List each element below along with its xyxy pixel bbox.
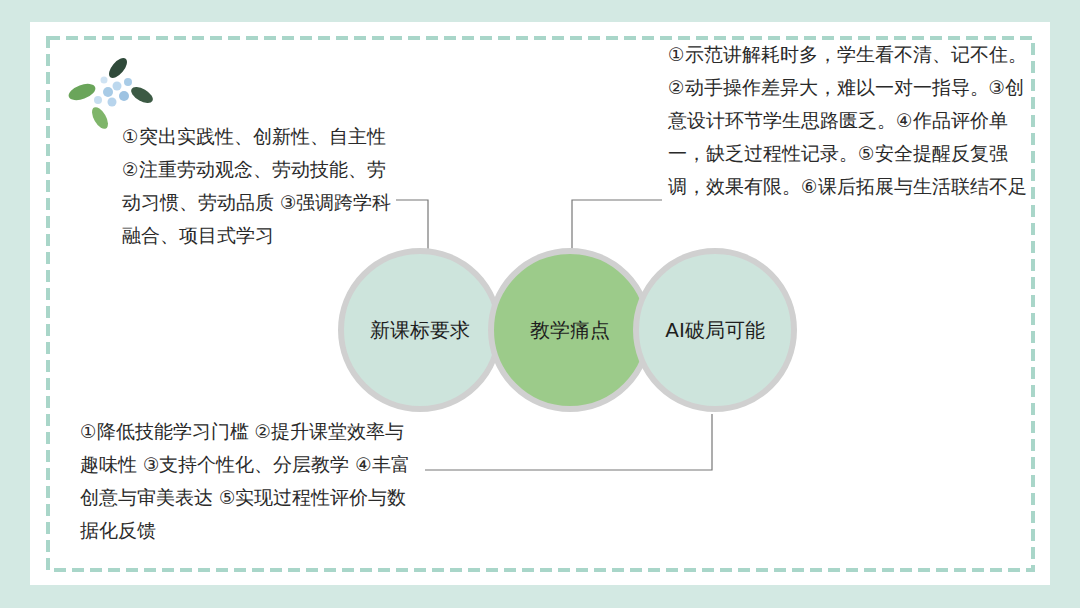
- flower-ornament: [66, 55, 155, 131]
- dashed-frame: [48, 38, 1033, 570]
- white-panel: [30, 22, 1050, 585]
- circle-label: 新课标要求: [370, 317, 470, 344]
- leader-line: [425, 414, 712, 470]
- circle-label: AI破局可能: [665, 317, 765, 344]
- circle-label: 教学痛点: [530, 317, 610, 344]
- note-text: ①降低技能学习门槛 ②提升课堂效率与趣味性 ③支持个性化、分层教学 ④丰富创意与…: [80, 415, 410, 547]
- note-text: ①示范讲解耗时多，学生看不清、记不住。②动手操作差异大，难以一对一指导。③创意设…: [668, 38, 1030, 203]
- leader-line: [572, 200, 662, 250]
- note-text: ①突出实践性、创新性、自主性 ②注重劳动观念、劳动技能、劳动习惯、劳动品质 ③强…: [122, 120, 394, 252]
- circle-node: 新课标要求: [338, 248, 502, 412]
- circle-node: AI破局可能: [633, 248, 797, 412]
- leader-line: [396, 200, 428, 250]
- circle-node: 教学痛点: [488, 248, 652, 412]
